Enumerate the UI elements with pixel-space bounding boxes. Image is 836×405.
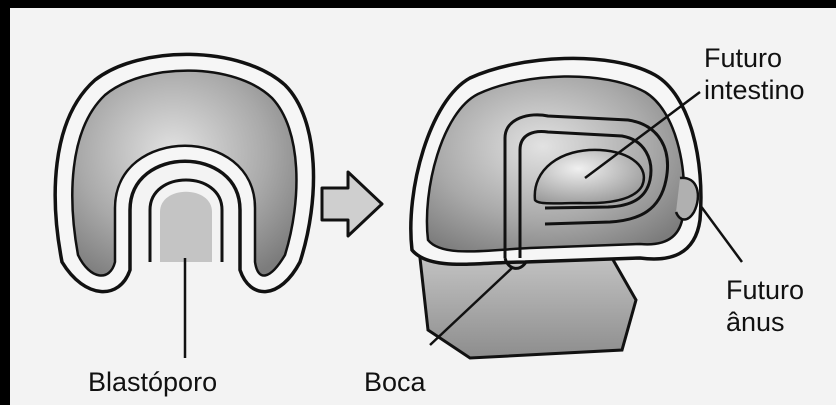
label-futuro-intestino-line1: Futuro [704, 42, 805, 74]
embryo-base-block [420, 250, 636, 358]
developed-embryo [411, 58, 701, 358]
right-arrow-icon [322, 172, 382, 236]
label-futuro-anus-line1: Futuro [726, 274, 804, 306]
anus-bulge [676, 178, 698, 220]
label-boca: Boca [364, 366, 426, 398]
label-blastoporo: Blastóporo [88, 366, 217, 398]
label-futuro-anus: Futuro ânus [726, 274, 804, 339]
label-futuro-intestino-line2: intestino [704, 74, 805, 106]
futuro-anus-pointer [700, 205, 742, 262]
label-futuro-anus-line2: ânus [726, 306, 804, 338]
label-futuro-intestino: Futuro intestino [704, 42, 805, 107]
archenteron-shading [160, 192, 212, 262]
gastrula-embryo [55, 54, 313, 291]
